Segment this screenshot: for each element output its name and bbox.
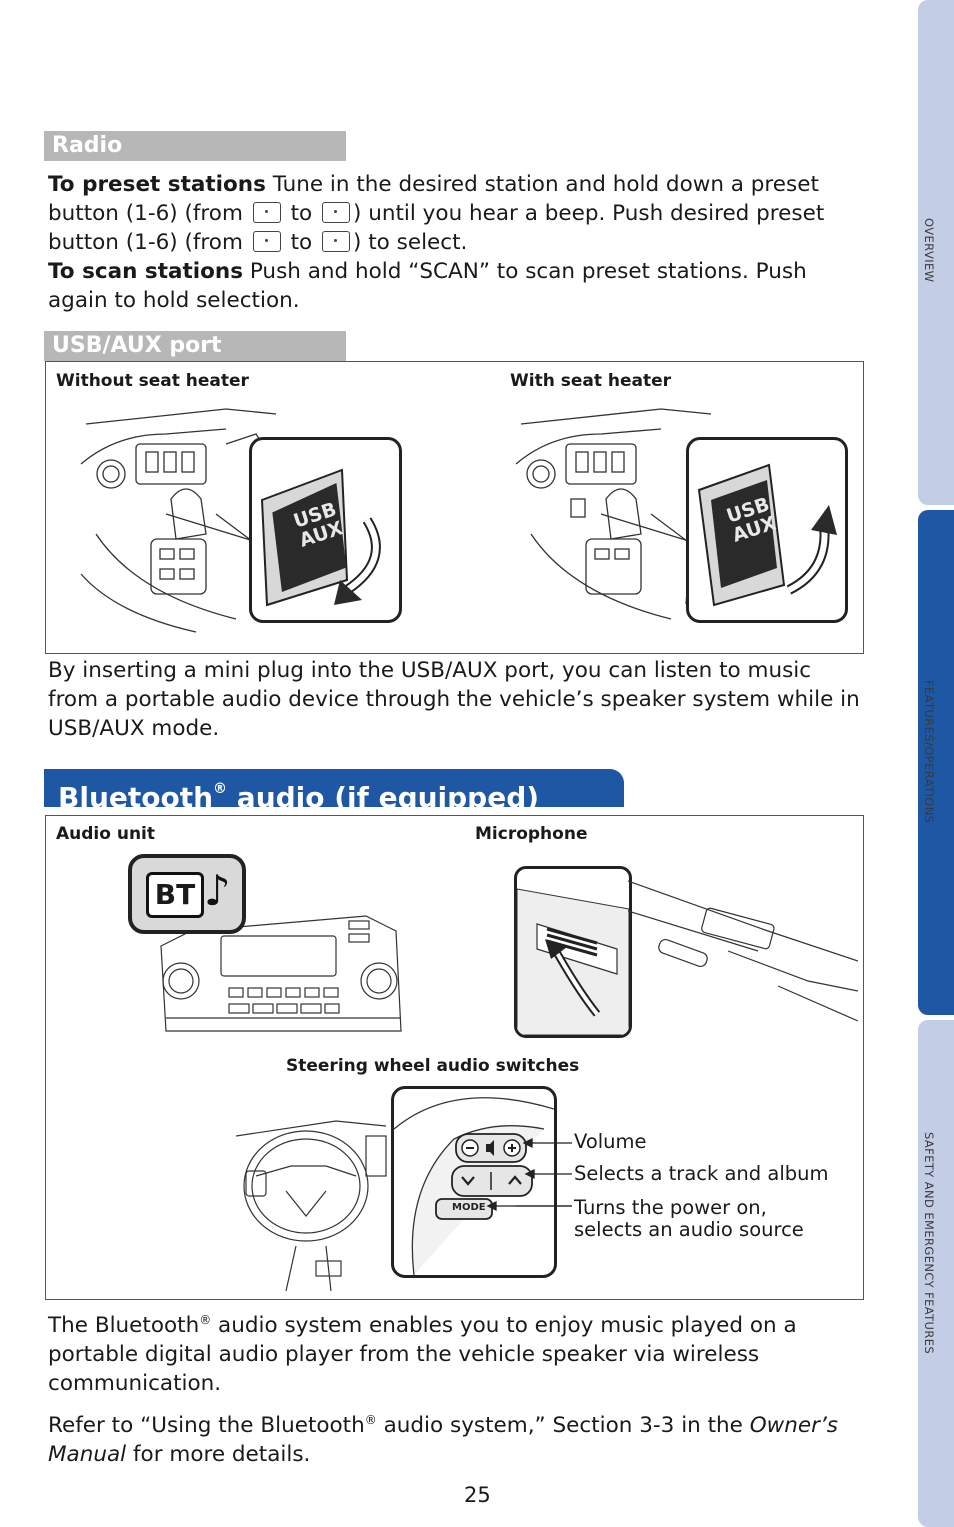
overhead-console-illustration [628, 880, 858, 1022]
caption-steering-switches: Steering wheel audio switches [286, 1056, 580, 1076]
mode-button-label: MODE [452, 1202, 486, 1213]
tab-overview[interactable] [918, 0, 954, 505]
preset-button-6-icon [322, 202, 350, 223]
radio-header: Radio [44, 131, 346, 161]
preset-button-6-icon [322, 231, 350, 252]
radio-text: To preset stations Tune in the desired s… [48, 170, 860, 315]
preset-button-1-icon [252, 231, 281, 252]
caption-microphone: Microphone [475, 824, 588, 844]
tab-label-overview: OVERVIEW [922, 218, 936, 283]
usb-description: By inserting a mini plug into the USB/AU… [48, 658, 860, 741]
preset-text-1: Tune in the desired station and hold dow… [48, 172, 819, 226]
steering-switch-closeup: MODE [391, 1086, 557, 1278]
scan-text: Push and hold “SCAN” to scan preset stat… [48, 259, 807, 313]
to-text: to [283, 201, 319, 226]
bt-icon: BT [146, 872, 204, 918]
scan-label: To scan stations [48, 259, 244, 284]
steering-wheel-illustration [236, 1120, 387, 1291]
bluetooth-reference: Refer to “Using the Bluetooth® audio sys… [48, 1413, 838, 1468]
preset-text-2: ) until you hear a beep. Push desired pr… [48, 201, 825, 255]
callout-power: Turns the power on, selects an audio sou… [574, 1196, 804, 1241]
caption-with-seat-heater: With seat heater [510, 371, 672, 391]
tab-label-safety: SAFETY AND EMERGENCY FEATURES [922, 1132, 936, 1355]
tab-safety-emergency[interactable] [918, 1020, 954, 1527]
preset-label: To preset stations [48, 172, 266, 197]
bt-badge: BT ♪ [128, 854, 246, 934]
usb-header: USB/AUX port [44, 331, 346, 361]
callout-volume: Volume [574, 1130, 647, 1153]
bluetooth-header: Bluetooth® audio (if equipped) [44, 769, 624, 814]
page-number: 25 [464, 1483, 491, 1507]
callout-track: Selects a track and album [574, 1162, 829, 1185]
usb-figure-box: Without seat heater With seat heater [45, 361, 864, 654]
callout-leaders [516, 1137, 572, 1207]
to-text: to [283, 230, 319, 255]
music-note-icon: ♪ [204, 866, 231, 915]
bluetooth-description: The Bluetooth® audio system enables you … [48, 1313, 797, 1397]
tab-label-features: FEATURES/OPERATIONS [922, 680, 936, 824]
preset-button-1-icon [252, 202, 281, 223]
microphone-closeup [514, 866, 632, 1038]
caption-audio-unit: Audio unit [56, 824, 156, 844]
preset-text-3: ) to select. [353, 230, 468, 255]
caption-without-seat-heater: Without seat heater [56, 371, 249, 391]
callout-leader-mode [486, 1200, 572, 1212]
bluetooth-figure-box: Audio unit Microphone BT ♪ [45, 815, 864, 1300]
tab-features-operations[interactable] [918, 510, 954, 1015]
